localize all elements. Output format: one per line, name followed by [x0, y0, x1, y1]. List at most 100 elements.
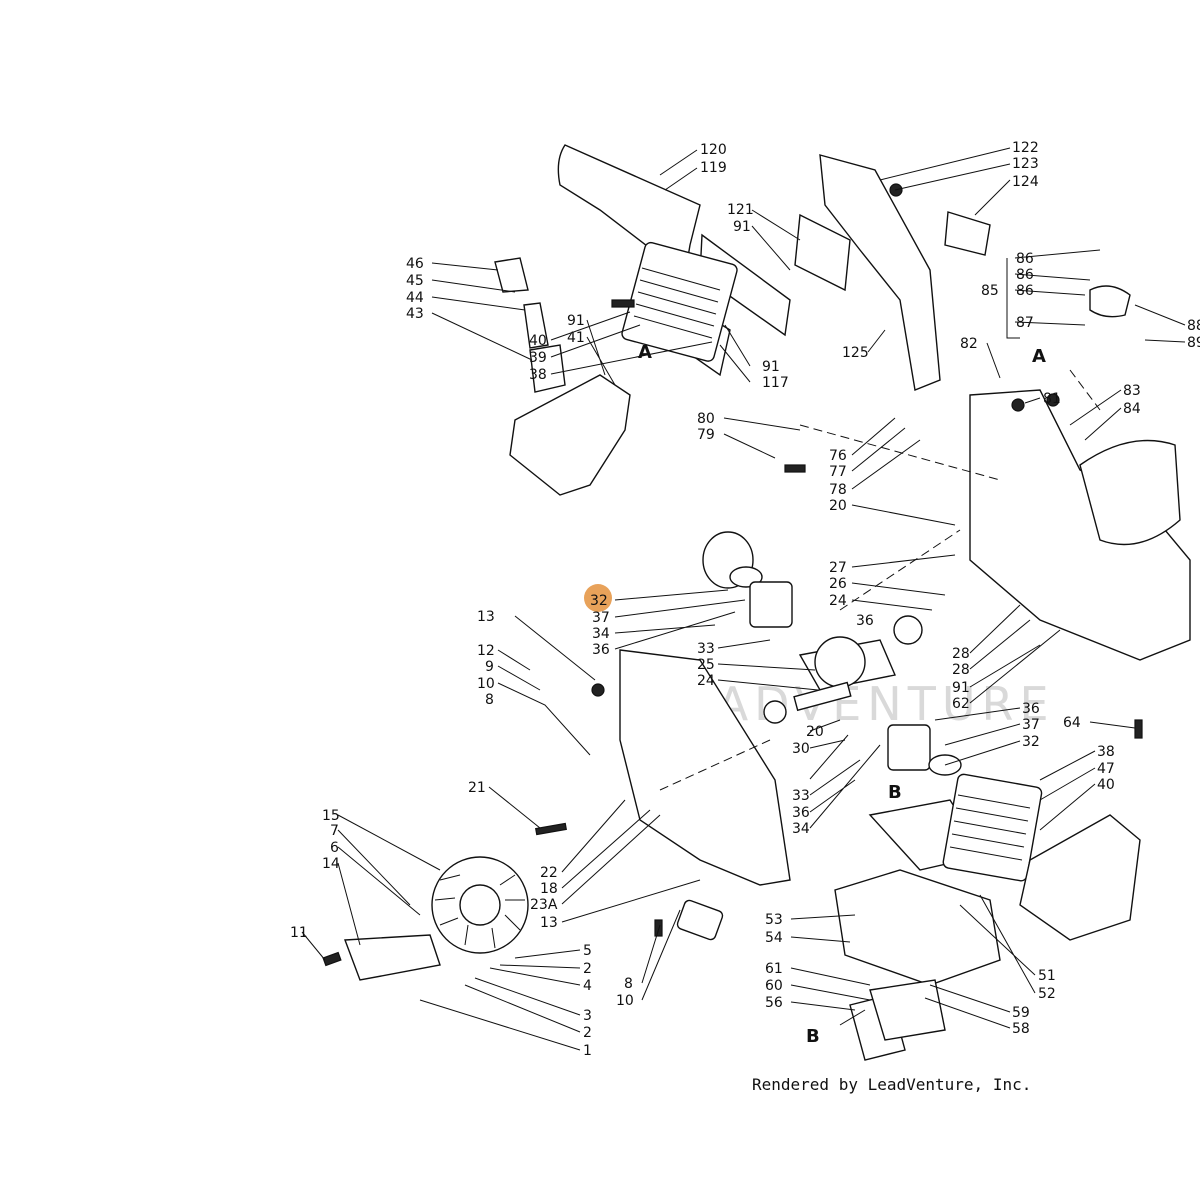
- leader-lines: [301, 147, 1186, 1051]
- callout-label: 28: [952, 646, 970, 662]
- callout-label: 4: [583, 978, 592, 994]
- callout-label: 27: [829, 560, 847, 576]
- callout-label: 83: [1123, 383, 1141, 399]
- callout-label: 60: [765, 978, 783, 994]
- callout-label: 36: [856, 613, 874, 629]
- callout-label: 33: [792, 788, 810, 804]
- callout-label: 12: [477, 643, 495, 659]
- callout-label: 62: [952, 696, 970, 712]
- callout-label: 124: [1012, 174, 1039, 190]
- callout-label: 123: [1012, 156, 1039, 172]
- callout-label: 119: [700, 160, 727, 176]
- callout-label: 32: [1022, 734, 1040, 750]
- callout-label: 18: [540, 881, 558, 897]
- callout-label: 44: [406, 290, 424, 306]
- callout-label: 21: [468, 780, 486, 796]
- part-illustrations: [322, 144, 1191, 1061]
- callout-label: 24: [697, 673, 715, 689]
- callout-label: 77: [829, 464, 847, 480]
- callout-label: 91: [952, 680, 970, 696]
- callout-label: 86: [1016, 251, 1034, 267]
- callout-label: 25: [697, 657, 715, 673]
- callout-label: 80: [697, 411, 715, 427]
- callout-label: 64: [1063, 715, 1081, 731]
- callout-label: 89: [1187, 335, 1200, 351]
- callout-label: 91: [567, 313, 585, 329]
- callout-label: 87: [1016, 315, 1034, 331]
- callout-label: 15: [322, 808, 340, 824]
- callout-label: 82: [960, 336, 978, 352]
- section-marker-b: B: [888, 782, 902, 803]
- callout-label: 91: [733, 219, 751, 235]
- callout-label: 6: [330, 840, 339, 856]
- callout-label: 30: [792, 741, 810, 757]
- section-marker-a: A: [638, 342, 652, 363]
- callout-label: 40: [1097, 777, 1115, 793]
- callout-label: 20: [829, 498, 847, 514]
- callout-label: 86: [1016, 283, 1034, 299]
- callout-label: 52: [1038, 986, 1056, 1002]
- callout-label: 37: [592, 610, 610, 626]
- callout-label: 36: [1022, 701, 1040, 717]
- section-markers: A A B B: [638, 342, 1046, 1047]
- callout-label: 10: [477, 676, 495, 692]
- callout-label: 84: [1123, 401, 1141, 417]
- callout-label: 26: [829, 576, 847, 592]
- callout-label: 46: [406, 256, 424, 272]
- credit-text: Rendered by LeadVenture, Inc.: [752, 1075, 1032, 1094]
- callout-label: 33: [697, 641, 715, 657]
- callout-label: 2: [583, 961, 592, 977]
- callout-label: 11: [290, 925, 308, 941]
- callout-label: 122: [1012, 140, 1039, 156]
- highlight-marker: [584, 584, 612, 612]
- callout-label: 76: [829, 448, 847, 464]
- callout-label: 20: [806, 724, 824, 740]
- callout-label: 53: [765, 912, 783, 928]
- callout-label: 37: [1022, 717, 1040, 733]
- callout-label: 1: [583, 1043, 592, 1059]
- callout-label: 2: [583, 1025, 592, 1041]
- callout-label: 28: [952, 662, 970, 678]
- callout-label: 34: [592, 626, 610, 642]
- callout-label: 38: [1097, 744, 1115, 760]
- callout-label: 8: [485, 692, 494, 708]
- callout-label: 7: [330, 823, 339, 839]
- callout-label: 51: [1038, 968, 1056, 984]
- section-marker-b: B: [806, 1026, 820, 1047]
- callout-label: 120: [700, 142, 727, 158]
- callout-label: 32: [590, 593, 608, 609]
- callout-label: 10: [616, 993, 634, 1009]
- callout-labels: 120 119 122 123 124 121 91 46 45 44 43 9…: [290, 140, 1200, 1059]
- callout-label: 47: [1097, 761, 1115, 777]
- callout-label: 24: [829, 593, 847, 609]
- callout-label: 9: [485, 659, 494, 675]
- callout-label: 23A: [530, 897, 558, 913]
- callout-label: 40: [529, 333, 547, 349]
- callout-label: 91: [762, 359, 780, 375]
- callout-label: 88: [1187, 318, 1200, 334]
- callout-label: 43: [406, 306, 424, 322]
- callout-label: 8: [624, 976, 633, 992]
- callout-label: 13: [540, 915, 558, 931]
- callout-label: 34: [792, 821, 810, 837]
- callout-label: 59: [1012, 1005, 1030, 1021]
- callout-label: 79: [697, 427, 715, 443]
- callout-label: 85: [981, 283, 999, 299]
- callout-label: 45: [406, 273, 424, 289]
- callout-label: 86: [1016, 267, 1034, 283]
- callout-label: 58: [1012, 1021, 1030, 1037]
- callout-label: 54: [765, 930, 783, 946]
- callout-label: 61: [765, 961, 783, 977]
- callout-label: 125: [842, 345, 869, 361]
- callout-label: 56: [765, 995, 783, 1011]
- callout-label: 39: [529, 350, 547, 366]
- callout-label: 36: [592, 642, 610, 658]
- callout-label: 5: [583, 943, 592, 959]
- callout-label: 36: [792, 805, 810, 821]
- callout-label: 81: [1043, 391, 1061, 407]
- callout-label: 121: [727, 202, 754, 218]
- callout-label: 38: [529, 367, 547, 383]
- section-marker-a: A: [1032, 346, 1046, 367]
